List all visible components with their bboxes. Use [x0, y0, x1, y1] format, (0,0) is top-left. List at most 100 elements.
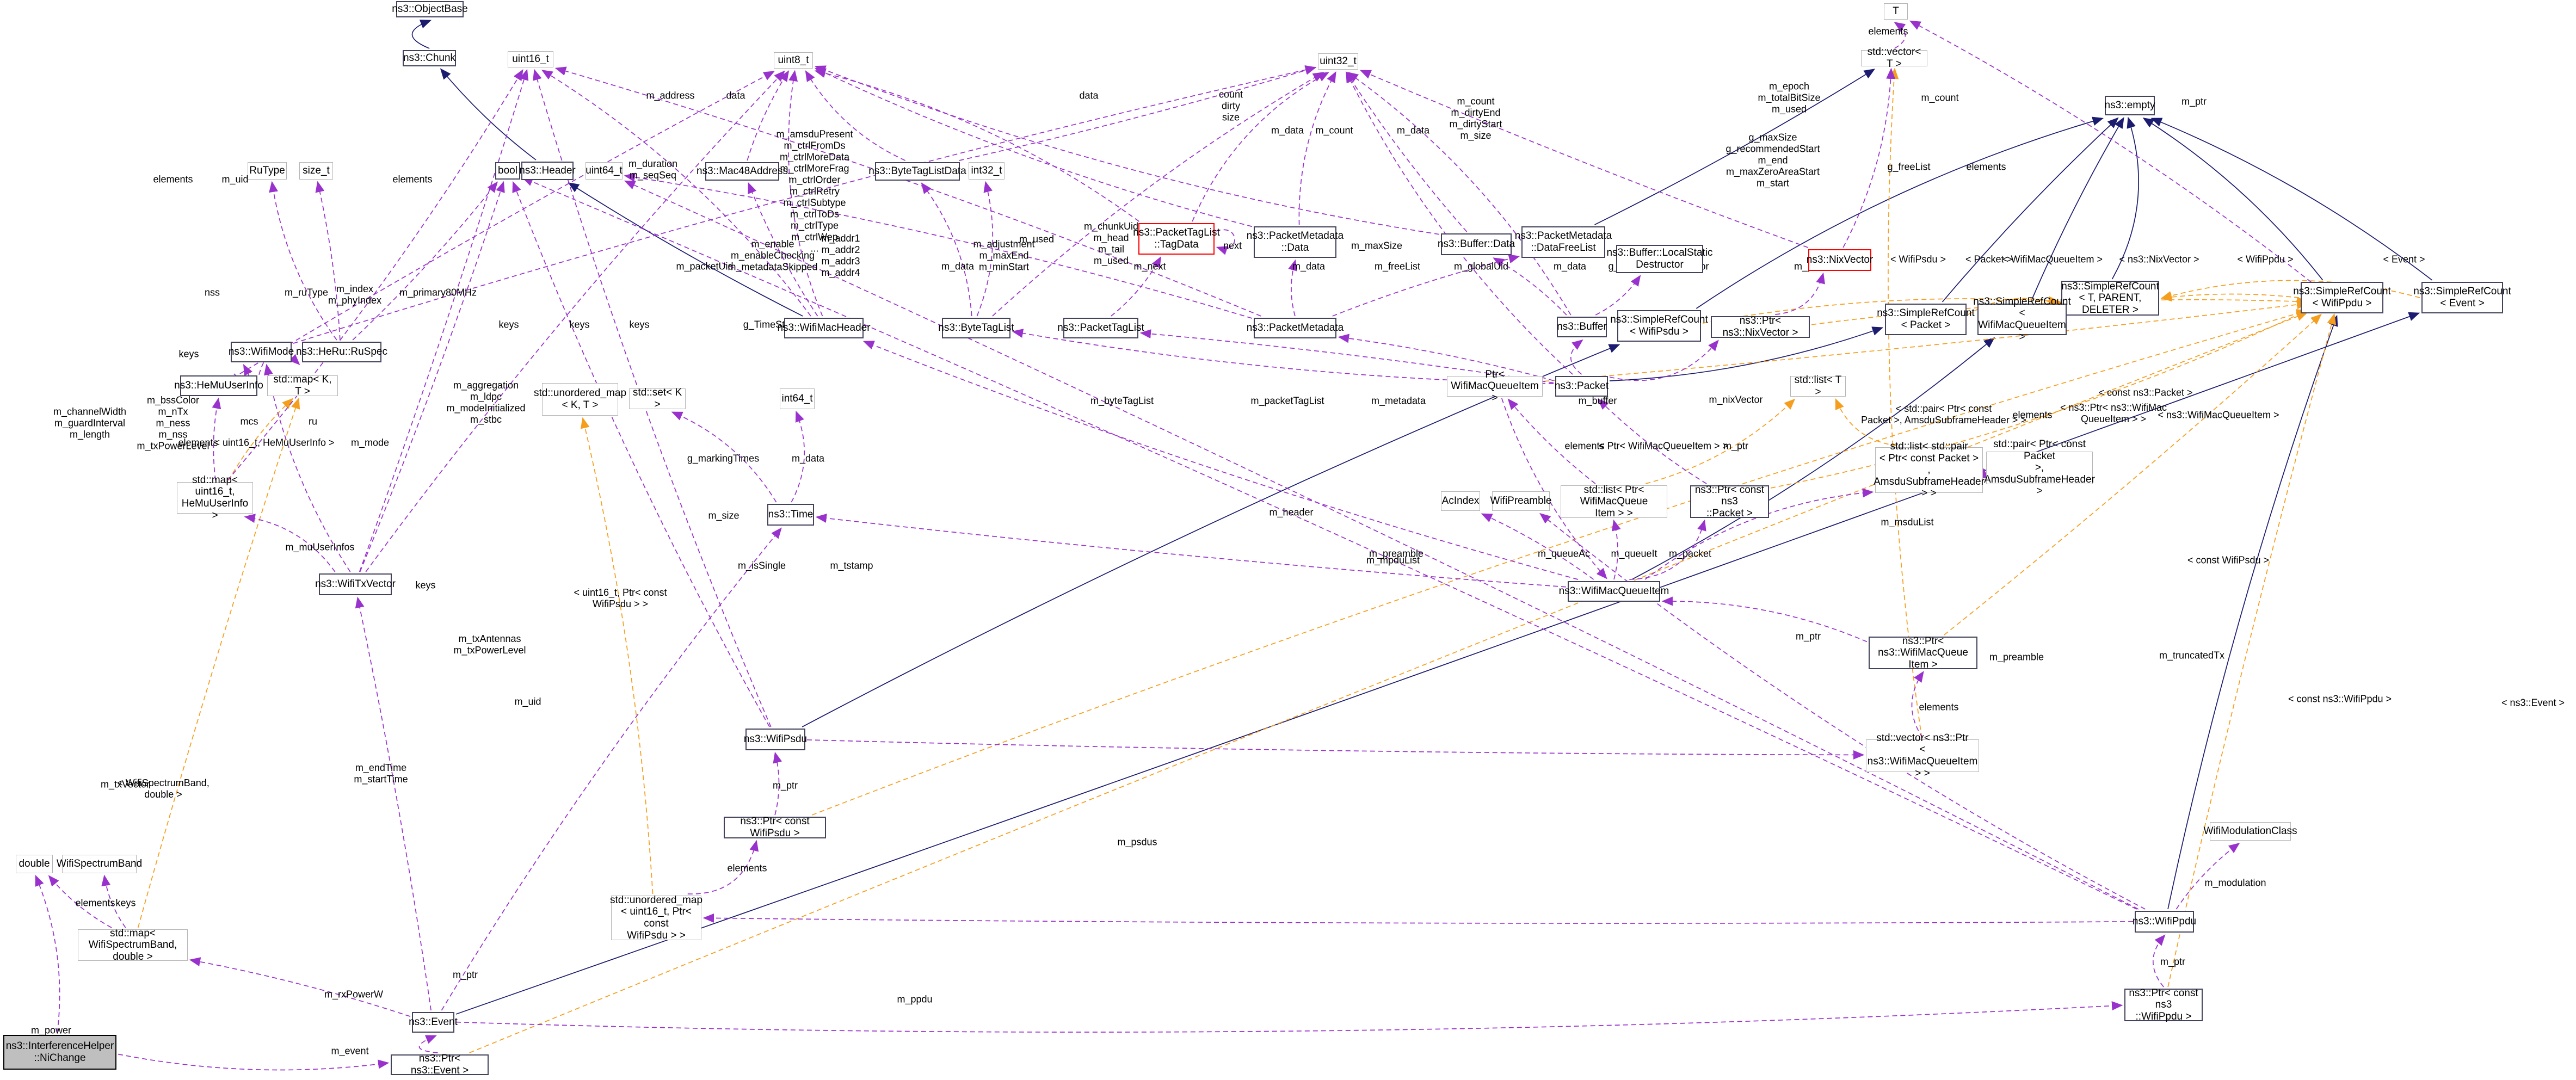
node-mapU16[interactable]: std::map< uint16_t,HeMuUserInfo > — [177, 474, 253, 521]
node-rutype[interactable]: RuType — [248, 162, 287, 180]
edge-label: m_adjustment m_maxEnd m_minStart — [973, 238, 1035, 273]
node-setK[interactable]: std::set< K > — [629, 387, 686, 410]
node-bufData[interactable]: ns3::Buffer::Data — [1437, 233, 1515, 255]
node-chunk[interactable]: ns3::Chunk — [403, 50, 456, 66]
node-wmqi[interactable]: ns3::WifiMacQueueItem — [1559, 581, 1669, 602]
node-txvector[interactable]: ns3::WifiTxVector — [315, 573, 396, 595]
node-label: < Event > — [2440, 298, 2485, 309]
edge-label: elements — [1564, 440, 1605, 452]
node-label: ns3::PacketMetadata — [1514, 230, 1612, 242]
node-listT[interactable]: std::list< T > — [1790, 374, 1846, 398]
node-tagdata[interactable]: ns3::PacketTagList::TagData — [1133, 223, 1220, 255]
edge-label: m_event — [331, 1045, 369, 1057]
node-buffer[interactable]: ns3::Buffer — [1557, 317, 1607, 337]
node-uint8[interactable]: uint8_t — [774, 52, 813, 69]
node-btlData[interactable]: ns3::ByteTagListData — [868, 162, 966, 181]
node-srcWMQI[interactable]: ns3::SimpleRefCount< WifiMacQueueItem > — [1973, 296, 2071, 343]
node-hemuinfo[interactable]: ns3::HeMuUserInfo — [174, 375, 263, 396]
edge-label: m_chunkUid m_head m_tail m_used — [1083, 221, 1139, 266]
node-pmDFL[interactable]: ns3::PacketMetadata::DataFreeList — [1515, 226, 1612, 258]
node-label: int32_t — [971, 165, 1002, 177]
node-ptrCPkt[interactable]: ns3::Ptr< const ns3::Packet > — [1690, 484, 1769, 519]
node-uint32[interactable]: uint32_t — [1318, 53, 1358, 70]
node-ptrEvent[interactable]: ns3::Ptr< ns3::Event > — [391, 1053, 489, 1076]
node-nichange[interactable]: ns3::InterferenceHelper::NiChange — [3, 1035, 116, 1070]
node-mac48[interactable]: ns3::Mac48Address — [697, 162, 788, 181]
node-srcTPD[interactable]: ns3::SimpleRefCount< T, PARENT, DELETER … — [2061, 281, 2159, 316]
node-unordKT[interactable]: std::unordered_map< K, T > — [534, 383, 626, 416]
edge-label: m_msduList — [1881, 516, 1934, 528]
edge-label: < WifiPpdu > — [2237, 254, 2294, 265]
node-sizet[interactable]: size_t — [299, 162, 333, 180]
node-packet[interactable]: ns3::Packet — [1555, 376, 1609, 397]
node-uint64[interactable]: uint64_t — [586, 162, 623, 180]
edge-listPtrW-ptrWMQIa — [1507, 398, 1596, 484]
node-modclass[interactable]: WifiModulationClass — [2203, 822, 2297, 841]
node-ptrCPpdu[interactable]: ns3::Ptr< const ns3::WifiPpdu > — [2124, 988, 2203, 1022]
edge-label: m_muUserInfos — [285, 541, 355, 553]
node-pmd[interactable]: ns3::PacketMetadata — [1247, 318, 1344, 338]
edge-label: m_mpduList — [1366, 554, 1420, 566]
node-label: std::vector< ns3::Ptr — [1876, 732, 1969, 744]
node-label: ::WifiPpdu > — [2135, 1010, 2192, 1022]
node-int32[interactable]: int32_t — [969, 162, 1004, 180]
node-wifipre[interactable]: WifiPreamble — [1490, 491, 1552, 511]
node-pmData[interactable]: ns3::PacketMetadata::Data — [1247, 226, 1344, 258]
node-uint16[interactable]: uint16_t — [508, 51, 553, 67]
node-unordPsdu[interactable]: std::unordered_map< uint16_t, Ptr< const… — [610, 894, 702, 941]
node-label: ns3::NixVector — [1806, 254, 1874, 266]
node-mapKT[interactable]: std::map< K, T > — [267, 374, 338, 397]
node-ptrNix[interactable]: ns3::Ptr< ns3::NixVector > — [1711, 315, 1810, 338]
node-ptrWMQIa[interactable]: Ptr< WifiMacQueueItem > — [1447, 369, 1543, 404]
node-label: uint16_t — [512, 53, 549, 65]
node-srcPsdu[interactable]: ns3::SimpleRefCount< WifiPsdu > — [1610, 310, 1708, 342]
node-mapWSB[interactable]: std::map< WifiSpectrumBand,double > — [78, 928, 188, 962]
edge-label: < Event > — [2383, 254, 2425, 265]
node-acindex[interactable]: AcIndex — [1441, 491, 1480, 511]
node-ptl[interactable]: ns3::PacketTagList — [1057, 318, 1144, 338]
node-pairbox[interactable]: std::pair< Ptr< const Packet>, AmsduSubf… — [1984, 439, 2095, 497]
edge-label: m_ppdu — [897, 993, 933, 1005]
node-label: ns3::Buffer::Data — [1437, 238, 1515, 250]
node-label: ns3::SimpleRefCount — [1877, 307, 1975, 319]
node-srcPpdu[interactable]: ns3::SimpleRefCount< WifiPpdu > — [2293, 282, 2391, 313]
node-int64[interactable]: int64_t — [780, 388, 815, 409]
node-empty[interactable]: ns3::empty — [2105, 96, 2155, 115]
edge-label: elements — [2012, 409, 2053, 421]
edge-label: m_rxPowerW — [324, 989, 384, 1000]
node-ptrCPsdu[interactable]: ns3::Ptr< const WifiPsdu > — [724, 816, 826, 839]
node-bool[interactable]: bool — [495, 162, 520, 180]
node-label: std::map< K, T > — [273, 374, 332, 397]
node-heru[interactable]: ns3::HeRu::RuSpec — [296, 342, 387, 362]
edge-ppdu-modclass — [2176, 842, 2240, 910]
node-nixvec[interactable]: ns3::NixVector — [1806, 249, 1874, 271]
node-btl[interactable]: ns3::ByteTagList — [938, 318, 1014, 338]
node-wmh[interactable]: ns3::WifiMacHeader — [777, 318, 871, 338]
node-T[interactable]: T — [1884, 3, 1908, 20]
node-time[interactable]: ns3::Time — [767, 504, 814, 526]
node-vectorT[interactable]: std::vector< T > — [1861, 46, 1927, 70]
node-label: < Ptr< const Packet > — [1879, 452, 1979, 464]
node-listPair[interactable]: std::list< std::pair< Ptr< const Packet … — [1874, 441, 1985, 499]
node-srcPkt[interactable]: ns3::SimpleRefCount< Packet > — [1877, 304, 1975, 335]
node-srcEvt[interactable]: ns3::SimpleRefCount< Event > — [2413, 282, 2511, 313]
node-label: WifiSpectrumBand — [56, 858, 143, 870]
node-event[interactable]: ns3::Event — [409, 1012, 458, 1033]
node-vecWMQI[interactable]: std::vector< ns3::Ptr< ns3::WifiMacQueue… — [1866, 732, 1979, 779]
node-ppdu[interactable]: ns3::WifiPpdu — [2133, 911, 2196, 933]
edge-pmd-uint16 — [554, 66, 1261, 317]
node-objectbase[interactable]: ns3::ObjectBase — [392, 1, 468, 17]
edge-heru-sizet — [315, 181, 341, 341]
edge-ppdu-uint64 — [624, 180, 2139, 910]
node-double[interactable]: double — [16, 855, 53, 873]
node-header[interactable]: ns3::Header — [519, 162, 576, 180]
node-psdu[interactable]: ns3::WifiPsdu — [744, 729, 807, 750]
node-label: ns3::Chunk — [403, 52, 456, 64]
edge-label: m_count — [1921, 92, 1959, 103]
node-wifimode[interactable]: ns3::WifiMode — [229, 342, 294, 362]
node-wsb[interactable]: WifiSpectrumBand — [57, 855, 142, 873]
edge-label: m_uid — [221, 174, 249, 185]
